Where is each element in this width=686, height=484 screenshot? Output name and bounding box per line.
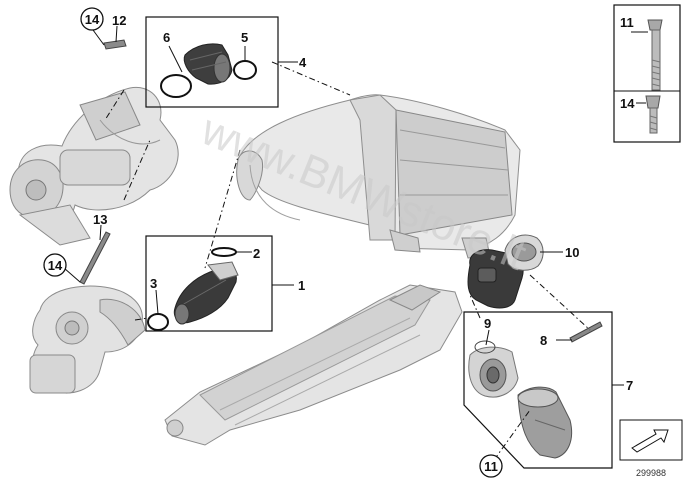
rod-part-13 — [79, 231, 111, 285]
callout-3: 3 — [150, 276, 157, 291]
intake-manifold — [164, 284, 463, 446]
arrow-icon — [631, 429, 669, 453]
callout-1: 1 — [298, 278, 305, 293]
callout-box-middle — [145, 235, 273, 332]
callout-13: 13 — [93, 212, 107, 227]
callout-6: 6 — [163, 30, 170, 45]
o-ring-upper-left — [160, 74, 192, 98]
callout-14-upper-left: 14 — [80, 7, 104, 31]
callout-box-lower-right — [463, 311, 613, 469]
throttle-body — [467, 234, 544, 309]
flange-part-9 — [468, 340, 519, 398]
svg-text:11: 11 — [484, 459, 498, 474]
hose-part-6 — [183, 43, 233, 85]
bolt-part-8 — [569, 321, 603, 343]
turbocharger-lower — [29, 285, 146, 394]
callout-11-right: 11 — [620, 15, 634, 30]
o-ring-middle-right — [211, 247, 237, 257]
turbocharger-upper — [9, 86, 179, 246]
svg-text:14: 14 — [85, 12, 100, 27]
callout-14-lower-left: 14 — [43, 253, 67, 277]
svg-text:14: 14 — [48, 258, 63, 273]
callout-4: 4 — [299, 55, 307, 70]
callout-5: 5 — [241, 30, 248, 45]
o-ring-middle-left — [147, 313, 169, 331]
callout-12: 12 — [112, 13, 126, 28]
callout-box-right — [613, 4, 681, 143]
bolt-part-14 — [645, 95, 661, 134]
callout-8: 8 — [540, 333, 547, 348]
elbow-pipe-part-7 — [517, 386, 573, 459]
bolt-part-11 — [647, 19, 663, 91]
callout-11-lower: 11 — [479, 454, 503, 478]
o-ring-upper-right — [233, 60, 257, 80]
stud-part-12 — [103, 39, 127, 50]
callout-7: 7 — [626, 378, 633, 393]
charge-pipe-part-1 — [173, 261, 239, 325]
callout-14-right: 14 — [620, 96, 635, 111]
orientation-arrow-box — [619, 419, 683, 461]
callout-9: 9 — [484, 316, 491, 331]
callout-10: 10 — [565, 245, 579, 260]
document-number: 299988 — [636, 468, 666, 478]
callout-2: 2 — [253, 246, 260, 261]
